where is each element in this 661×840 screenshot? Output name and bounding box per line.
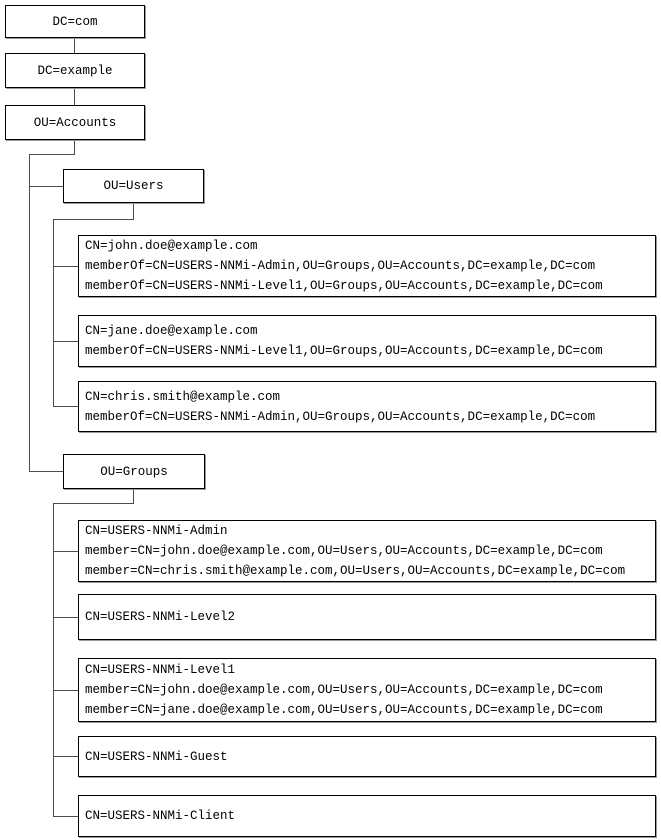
entry-dn-line: CN=USERS-NNMi-Level1: [85, 663, 236, 677]
connector-line: [74, 38, 75, 53]
entry-attribute-line: memberOf=CN=USERS-NNMi-Level1,OU=Groups,…: [85, 344, 603, 358]
connector-line: [53, 690, 78, 691]
ldap-group-nnmi-client: CN=USERS-NNMi-Client: [78, 795, 656, 837]
ldap-entry-john-doe: CN=john.doe@example.com memberOf=CN=USER…: [78, 235, 656, 297]
entry-dn-line: CN=USERS-NNMi-Admin: [85, 524, 228, 538]
connector-line: [53, 551, 78, 552]
entry-dn-line: CN=jane.doe@example.com: [85, 324, 258, 338]
connector-line: [53, 266, 78, 267]
connector-line: [53, 617, 78, 618]
ldap-node-ou-groups: OU=Groups: [63, 454, 205, 489]
connector-line: [53, 503, 134, 504]
entry-attribute-line: member=CN=chris.smith@example.com,OU=Use…: [85, 564, 626, 578]
ldap-node-dc-example: DC=example: [5, 53, 145, 88]
node-label: DC=com: [52, 14, 98, 29]
connector-line: [53, 219, 134, 220]
entry-attribute-line: memberOf=CN=USERS-NNMi-Admin,OU=Groups,O…: [85, 259, 596, 273]
ldap-group-nnmi-guest: CN=USERS-NNMi-Guest: [78, 736, 656, 777]
entry-attribute-line: memberOf=CN=USERS-NNMi-Level1,OU=Groups,…: [85, 279, 603, 293]
entry-dn-line: CN=USERS-NNMi-Client: [85, 809, 236, 823]
entry-attribute-line: member=CN=jane.doe@example.com,OU=Users,…: [85, 703, 603, 717]
ldap-node-ou-users: OU=Users: [63, 169, 204, 203]
ldap-group-nnmi-level1: CN=USERS-NNMi-Level1 member=CN=john.doe@…: [78, 658, 656, 722]
connector-line: [74, 140, 75, 155]
entry-dn-line: CN=USERS-NNMi-Guest: [85, 749, 228, 764]
ldap-entry-chris-smith: CN=chris.smith@example.com memberOf=CN=U…: [78, 381, 656, 432]
ldap-node-ou-accounts: OU=Accounts: [5, 105, 145, 140]
connector-line: [53, 503, 54, 816]
connector-line: [74, 88, 75, 105]
entry-attribute-line: memberOf=CN=USERS-NNMi-Admin,OU=Groups,O…: [85, 409, 596, 424]
entry-dn-line: CN=USERS-NNMi-Level2: [85, 610, 236, 624]
ldap-node-dc-com: DC=com: [5, 5, 145, 38]
entry-attribute-line: member=CN=john.doe@example.com,OU=Users,…: [85, 683, 603, 697]
connector-line: [53, 756, 78, 757]
node-label: DC=example: [37, 63, 113, 78]
node-label: OU=Users: [103, 179, 164, 193]
entry-dn-line: CN=john.doe@example.com: [85, 239, 258, 253]
entry-attribute-line: member=CN=john.doe@example.com,OU=Users,…: [85, 544, 603, 558]
node-label: OU=Accounts: [33, 115, 117, 130]
connector-line: [29, 154, 30, 472]
connector-line: [133, 203, 134, 219]
connector-line: [53, 341, 78, 342]
connector-line: [53, 406, 78, 407]
entry-dn-line: CN=chris.smith@example.com: [85, 389, 281, 404]
connector-line: [29, 154, 75, 155]
ldap-group-nnmi-level2: CN=USERS-NNMi-Level2: [78, 594, 656, 640]
connector-line: [29, 186, 63, 187]
connector-line: [53, 816, 78, 817]
connector-line: [133, 489, 134, 503]
connector-line: [53, 219, 54, 406]
ldap-group-nnmi-admin: CN=USERS-NNMi-Admin member=CN=john.doe@e…: [78, 520, 656, 582]
ldap-entry-jane-doe: CN=jane.doe@example.com memberOf=CN=USER…: [78, 315, 656, 367]
node-label: OU=Groups: [100, 464, 168, 479]
connector-line: [29, 471, 63, 472]
